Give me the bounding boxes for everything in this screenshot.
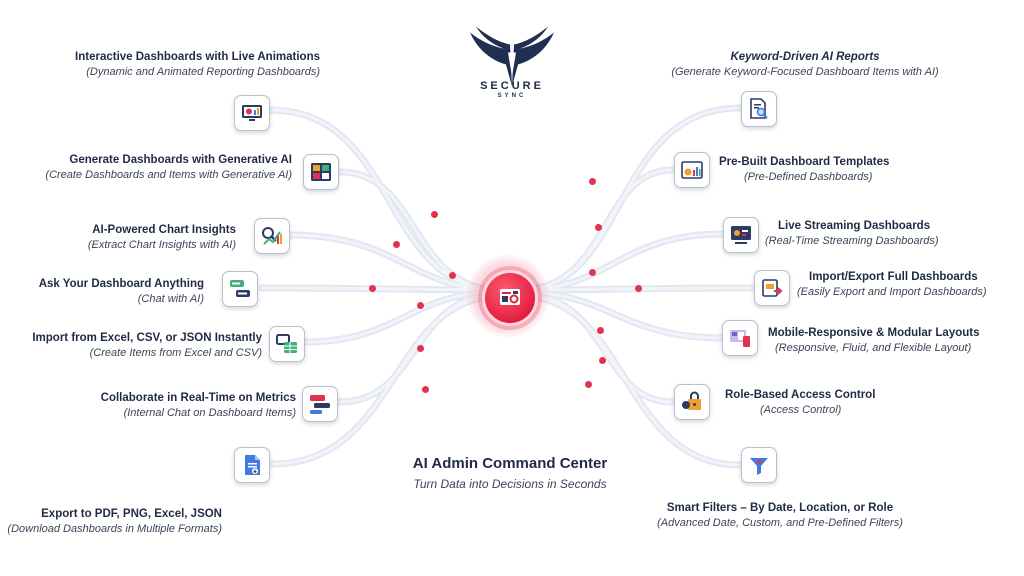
feature-tile[interactable] [741, 447, 777, 483]
feature-subtitle: (Create Dashboards and Items with Genera… [45, 169, 292, 181]
feature-tile[interactable] [723, 217, 759, 253]
smart-filter-icon [750, 458, 768, 475]
generative-dashboard-icon [311, 163, 331, 181]
feature-subtitle: (Responsive, Fluid, and Flexible Layout) [775, 342, 972, 354]
feature-subtitle: (Advanced Date, Custom, and Pre-Defined … [657, 517, 903, 529]
feature-tile[interactable] [303, 154, 339, 190]
junction-dot [598, 356, 606, 364]
feature-subtitle: (Download Dashboards in Multiple Formats… [7, 523, 222, 535]
chat-ai-icon [230, 280, 250, 297]
feature-subtitle: (Real-Time Streaming Dashboards) [765, 235, 939, 247]
connector-left-1 [266, 106, 504, 294]
feature-access-control[interactable]: Role-Based Access Control (Access Contro… [725, 388, 1024, 418]
junction-dot [594, 223, 602, 231]
feature-subtitle: (Easily Export and Import Dashboards) [797, 286, 987, 298]
feature-title: Keyword-Driven AI Reports [730, 51, 880, 63]
import-spreadsheet-icon [276, 334, 297, 353]
feature-collaborate[interactable]: Collaborate in Real-Time on Metrics (Int… [0, 391, 296, 421]
feature-tile[interactable] [754, 270, 790, 306]
feature-title: Live Streaming Dashboards [778, 220, 931, 232]
feature-live-streaming[interactable]: Live Streaming Dashboards (Real-Time Str… [765, 219, 1024, 249]
access-control-icon [682, 391, 701, 410]
junction-dot [584, 380, 592, 388]
feature-title: Generate Dashboards with Generative AI [69, 154, 292, 166]
feature-title: Import/Export Full Dashboards [809, 271, 978, 283]
feature-title: Collaborate in Real-Time on Metrics [100, 392, 296, 404]
center-title: AI Admin Command Center [412, 455, 608, 472]
junction-dot [634, 284, 642, 292]
feature-tile[interactable] [234, 95, 270, 131]
feature-export[interactable]: Export to PDF, PNG, Excel, JSON (Downloa… [0, 507, 222, 537]
keyword-report-icon [750, 98, 768, 119]
feature-subtitle: (Generate Keyword-Focused Dashboard Item… [671, 66, 939, 78]
feature-smart-filters[interactable]: Smart Filters – By Date, Location, or Ro… [620, 501, 940, 531]
feature-responsive-layouts[interactable]: Mobile-Responsive & Modular Layouts (Res… [768, 326, 1024, 356]
collaborate-chat-icon [310, 395, 330, 414]
template-chart-icon [681, 161, 703, 179]
animated-dashboard-icon [242, 105, 262, 121]
feature-subtitle: (Pre-Defined Dashboards) [744, 171, 873, 183]
junction-dot [588, 268, 596, 276]
feature-generative-dashboards[interactable]: Generate Dashboards with Generative AI (… [0, 153, 292, 183]
junction-dot [430, 210, 438, 218]
feature-tile[interactable] [722, 320, 758, 356]
feature-title: Smart Filters – By Date, Location, or Ro… [666, 502, 894, 514]
feature-chart-insights[interactable]: AI-Powered Chart Insights (Extract Chart… [0, 223, 236, 253]
chart-insights-icon [262, 227, 282, 245]
feature-title: Export to PDF, PNG, Excel, JSON [41, 508, 222, 520]
dashboard-hub-icon [500, 289, 520, 305]
brand-tagline: SYNC [497, 93, 527, 99]
brand-name: SECURE [480, 80, 544, 92]
connector-left-7 [268, 292, 504, 468]
feature-tile[interactable] [302, 386, 338, 422]
feature-tile[interactable] [269, 326, 305, 362]
junction-dot [421, 385, 429, 393]
export-document-icon [245, 455, 260, 475]
feature-subtitle: (Access Control) [760, 404, 842, 416]
junction-dot [596, 326, 604, 334]
import-export-icon [762, 279, 783, 297]
feature-title: Role-Based Access Control [725, 389, 876, 401]
feature-import-export[interactable]: Import/Export Full Dashboards (Easily Ex… [797, 270, 1024, 300]
junction-dot [416, 301, 424, 309]
junction-dot [448, 271, 456, 279]
feature-tile[interactable] [222, 271, 258, 307]
feature-interactive-dashboards[interactable]: Interactive Dashboards with Live Animati… [0, 50, 320, 80]
feature-title: Ask Your Dashboard Anything [38, 278, 204, 290]
responsive-layout-icon [730, 330, 750, 347]
feature-tile[interactable] [741, 91, 777, 127]
junction-dot [416, 344, 424, 352]
junction-dot [588, 177, 596, 185]
feature-import-excel[interactable]: Import from Excel, CSV, or JSON Instantl… [0, 331, 262, 361]
feature-keyword-reports[interactable]: Keyword-Driven AI Reports (Generate Keyw… [645, 50, 965, 80]
command-center-hub[interactable] [482, 270, 538, 326]
feature-title: Pre-Built Dashboard Templates [719, 156, 890, 168]
feature-subtitle: (Chat with AI) [137, 293, 204, 305]
connector-right-1 [516, 104, 744, 294]
junction-dot [392, 240, 400, 248]
feature-subtitle: (Extract Chart Insights with AI) [87, 239, 236, 251]
junction-dot [368, 284, 376, 292]
feature-title: Import from Excel, CSV, or JSON Instantl… [32, 332, 262, 344]
feature-subtitle: (Create Items from Excel and CSV) [89, 347, 262, 359]
feature-title: Interactive Dashboards with Live Animati… [75, 51, 320, 63]
secure-sync-logo-icon [470, 26, 554, 87]
feature-tile[interactable] [674, 152, 710, 188]
live-stream-icon [731, 226, 751, 244]
feature-tile[interactable] [674, 384, 710, 420]
feature-subtitle: (Dynamic and Animated Reporting Dashboar… [86, 66, 320, 78]
feature-title: Mobile-Responsive & Modular Layouts [768, 327, 980, 339]
feature-prebuilt-templates[interactable]: Pre-Built Dashboard Templates (Pre-Defin… [719, 155, 1024, 185]
feature-tile[interactable] [234, 447, 270, 483]
feature-ask-dashboard[interactable]: Ask Your Dashboard Anything (Chat with A… [0, 277, 204, 307]
feature-subtitle: (Internal Chat on Dashboard Items) [123, 407, 296, 419]
feature-tile[interactable] [254, 218, 290, 254]
feature-title: AI-Powered Chart Insights [92, 224, 236, 236]
center-subtitle: Turn Data into Decisions in Seconds [413, 477, 607, 491]
